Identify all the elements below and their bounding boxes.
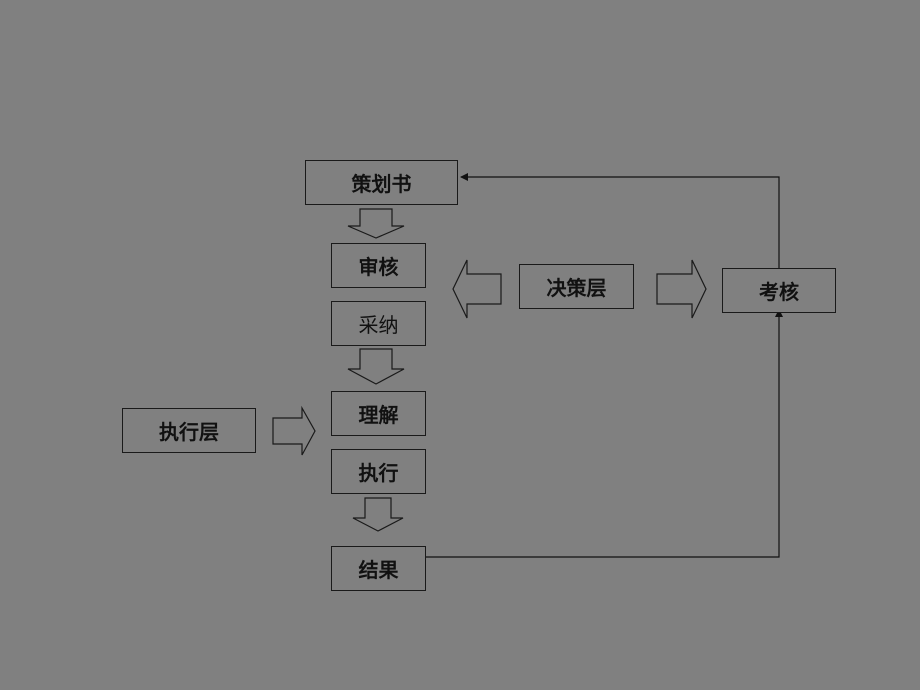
right-arrow-execlayer-to-understand: [272, 405, 316, 456]
node-decision-layer: 决策层: [519, 264, 634, 309]
node-understand: 理解: [331, 391, 426, 436]
node-adopt: 采纳: [331, 301, 426, 346]
right-arrow-decision-to-assessment: [656, 259, 707, 319]
down-arrow-execute-to-result: [352, 497, 404, 532]
node-plan: 策划书: [305, 160, 458, 205]
node-execute: 执行: [331, 449, 426, 494]
node-result: 结果: [331, 546, 426, 591]
feedback-line-result-to-assessment: [426, 309, 783, 558]
node-assessment: 考核: [722, 268, 836, 313]
node-execution-layer: 执行层: [122, 408, 256, 453]
node-review: 审核: [331, 243, 426, 288]
feedback-line-assessment-to-plan: [460, 173, 780, 268]
left-arrow-decision-to-review: [452, 259, 502, 319]
down-arrow-adopt-to-understand: [347, 348, 405, 385]
down-arrow-plan-to-review: [347, 208, 405, 239]
